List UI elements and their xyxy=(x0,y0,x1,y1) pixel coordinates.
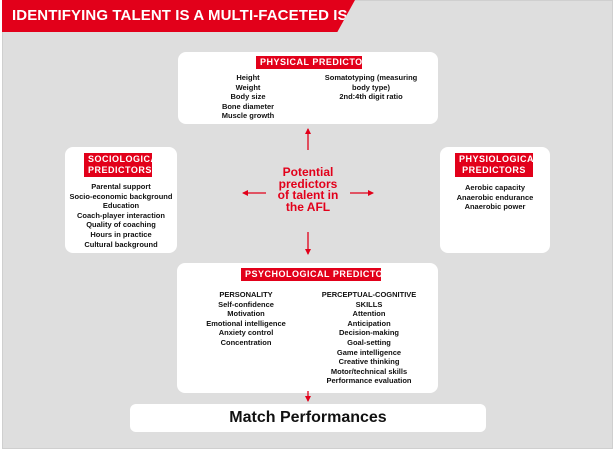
center-label-line: predictors xyxy=(278,176,338,191)
list-item: Height xyxy=(236,73,260,82)
list-item: Attention xyxy=(352,309,386,319)
sociological-label-line: PREDICTORS xyxy=(88,165,152,175)
list-item: Bone diameter xyxy=(221,101,275,111)
list-item: Anticipation xyxy=(347,318,391,328)
center-label: Potential predictors of talent in the AF… xyxy=(268,154,348,226)
perceptual-cognitive-column: PERCEPTUAL-COGNITIVE SKILLS Attention An… xyxy=(318,290,420,386)
list-item: Emotional intelligence xyxy=(206,318,286,328)
list-item: Anaerobic endurance xyxy=(456,192,534,202)
list-item: Anxiety control xyxy=(218,328,274,338)
list-item: Body size xyxy=(230,92,266,102)
list-item: body type) xyxy=(352,82,390,92)
personality-list: Self-confidence Motivation Emotional int… xyxy=(197,300,295,348)
psychological-predictors-label: PSYCHOLOGICAL PREDICTORS xyxy=(241,268,396,281)
physical-predictors-label: PHYSICAL PREDICTORS xyxy=(256,56,376,69)
physiological-predictors-label: PHYSIOLOGICAL PREDICTORS xyxy=(455,153,541,177)
page-title: IDENTIFYING TALENT IS A MULTI-FACETED IS… xyxy=(12,7,379,24)
list-item: 2nd:4th digit ratio xyxy=(339,92,403,102)
list-item: Performance evaluation xyxy=(326,376,412,386)
list-item: Motor/technical skills xyxy=(330,366,408,376)
personality-column: PERSONALITY Self-confidence Motivation E… xyxy=(197,290,295,348)
match-performances-label: Match Performances xyxy=(229,409,387,426)
list-item: Motivation xyxy=(227,309,265,319)
center-label-line: the AFL xyxy=(285,199,331,214)
list-item: Cultural background xyxy=(84,239,158,249)
list-item: Game intelligence xyxy=(336,347,402,357)
list-item: Goal-setting xyxy=(347,337,391,347)
list-item: Decision-making xyxy=(338,328,399,338)
sociological-predictors-label: SOCIOLOGICAL PREDICTORS xyxy=(84,153,164,177)
list-item: Anaerobic power xyxy=(464,202,526,212)
list-item: Parental support xyxy=(91,182,151,191)
psychological-predictors-box xyxy=(177,263,438,393)
list-item: Quality of coaching xyxy=(86,220,156,230)
center-label-line: Potential xyxy=(282,165,334,179)
list-item: Concentration xyxy=(220,337,272,347)
list-item: Somatotyping (measuring xyxy=(324,73,418,82)
match-performances-box xyxy=(130,404,486,432)
physical-right-list: Somatotyping (measuring body type) 2nd:4… xyxy=(318,73,424,102)
center-label-line: of talent in xyxy=(277,188,339,202)
list-item: Muscle growth xyxy=(221,111,275,121)
list-item: Hours in practice xyxy=(90,229,152,239)
personality-heading: PERSONALITY xyxy=(219,290,273,299)
sociological-label-line: SOCIOLOGICAL xyxy=(88,154,164,164)
physiological-list: Aerobic capacity Anaerobic endurance Ana… xyxy=(440,183,550,212)
list-item: Education xyxy=(102,201,140,211)
perceptual-heading-line: SKILLS xyxy=(355,299,383,309)
list-item: Creative thinking xyxy=(338,357,400,367)
physiological-label-line: PREDICTORS xyxy=(462,165,526,175)
physiological-label-line: PHYSIOLOGICAL xyxy=(459,154,541,164)
list-item: Weight xyxy=(235,82,261,92)
sociological-list: Parental support Socio-economic backgrou… xyxy=(65,182,177,249)
list-item: Self-confidence xyxy=(218,299,274,309)
perceptual-list: Attention Anticipation Decision-making G… xyxy=(318,309,420,386)
list-item: Aerobic capacity xyxy=(464,183,526,192)
perceptual-heading-line: PERCEPTUAL-COGNITIVE xyxy=(321,290,417,299)
list-item: Coach-player interaction xyxy=(77,210,165,220)
list-item: Socio-economic background xyxy=(69,191,173,201)
title-banner: IDENTIFYING TALENT IS A MULTI-FACETED IS… xyxy=(2,0,355,32)
physical-left-list: Height Weight Body size Bone diameter Mu… xyxy=(208,73,288,121)
